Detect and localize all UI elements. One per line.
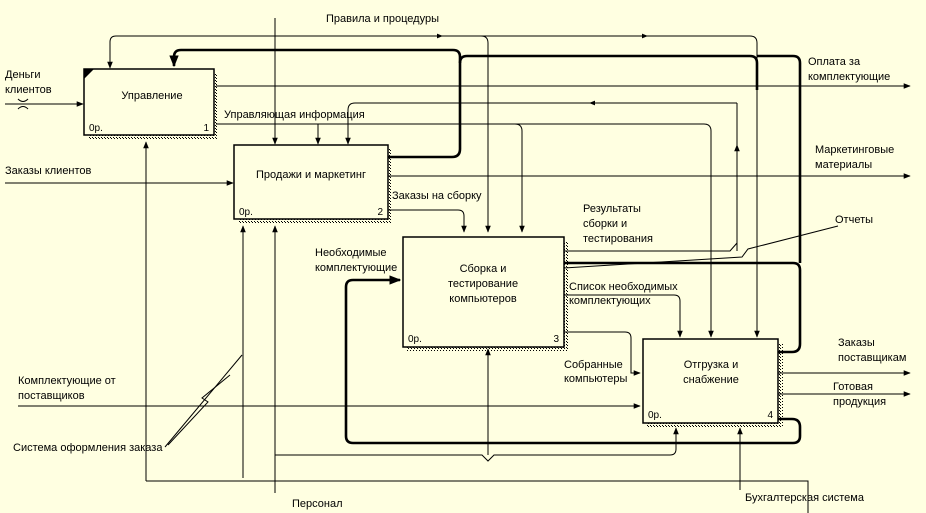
box-prodazhi[interactable]: Продажи и маркетинг 0р. 2 (233, 144, 389, 220)
arrow-labels: Деньги клиентов Заказы клиентов Комплект… (5, 13, 906, 510)
label-assembled: компьютеры (564, 373, 627, 385)
box-title: снабжение (683, 374, 739, 386)
box-sborka[interactable]: Сборка и тестирование компьютеров 0р. 3 (402, 236, 565, 348)
box-number: 2 (377, 207, 383, 218)
label-components-in: Комплектующие от (18, 375, 116, 387)
box-title: Отгрузка и (684, 359, 739, 371)
label-finished: Готовая (833, 381, 873, 393)
box-number: 3 (553, 334, 559, 345)
label-rules: Правила и процедуры (326, 13, 439, 25)
box-cost: 0р. (408, 334, 422, 345)
label-mgmt-info: Управляющая информация (224, 109, 365, 121)
label-supplier-orders: поставщикам (838, 352, 906, 364)
label-assembly-orders: Заказы на сборку (392, 190, 482, 202)
label-accounting: Бухгалтерская система (745, 492, 865, 504)
box-cost: 0р. (239, 207, 253, 218)
box-title: Управление (121, 90, 182, 102)
label-results: Результаты (583, 203, 641, 215)
box-title: Сборка и (460, 263, 507, 275)
box-number: 4 (767, 410, 773, 421)
box-cost: 0р. (89, 123, 103, 134)
label-results: тестирования (583, 233, 653, 245)
label-orders: Заказы клиентов (5, 165, 92, 177)
label-needed-components: Необходимые (315, 247, 387, 259)
label-components-list: комплектующих (569, 295, 651, 307)
label-marketing: Маркетинговые (815, 144, 894, 156)
box-title: тестирование (448, 278, 518, 290)
box-upravlenie[interactable]: Управление 0р. 1 (83, 68, 215, 136)
box-otgruzka[interactable]: Отгрузка и снабжение 0р. 4 (642, 338, 779, 424)
label-money: клиентов (5, 84, 52, 96)
label-payment: Оплата за (808, 56, 861, 68)
label-payment: комплектующие (808, 71, 890, 83)
thin-arrows (5, 18, 911, 513)
box-cost: 0р. (648, 410, 662, 421)
label-assembled: Собранные (564, 359, 623, 371)
box-number: 1 (203, 123, 209, 134)
label-needed-components: комплектующие (315, 262, 397, 274)
box-title: компьютеров (449, 293, 517, 305)
label-marketing: материалы (815, 159, 872, 171)
label-personnel: Персонал (292, 498, 343, 510)
bold-arrows (169, 48, 911, 445)
label-results: сборки и (583, 218, 627, 230)
label-money: Деньги (5, 69, 41, 81)
label-finished: продукция (833, 396, 886, 408)
label-components-in: поставщиков (18, 390, 85, 402)
label-components-list: Список необходимых (569, 281, 678, 293)
label-supplier-orders: Заказы (838, 337, 875, 349)
box-title: Продажи и маркетинг (256, 169, 366, 181)
label-reports: Отчеты (835, 214, 873, 226)
label-order-system: Система оформления заказа (13, 442, 163, 454)
